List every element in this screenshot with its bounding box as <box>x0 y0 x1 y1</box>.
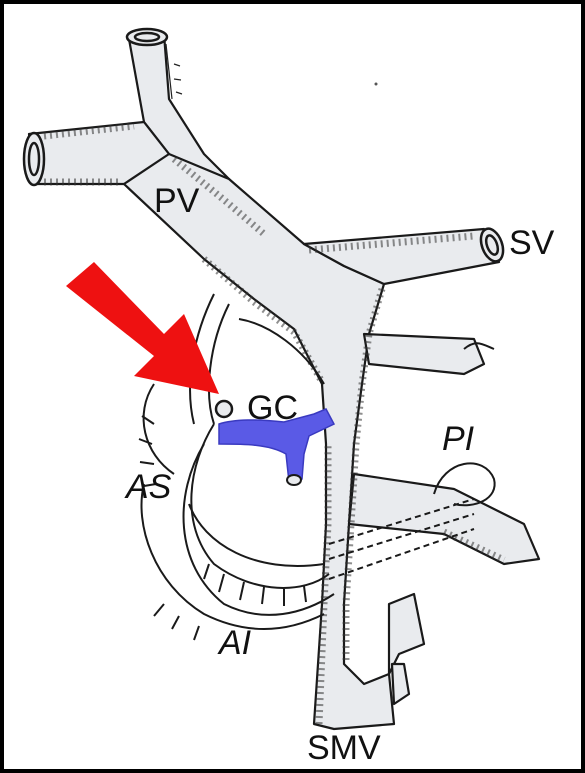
label-pv: PV <box>154 182 200 220</box>
label-sv: SV <box>509 224 555 262</box>
speck <box>375 83 378 86</box>
label-gc: GC <box>247 389 298 427</box>
label-ai: AI <box>217 624 252 662</box>
label-as: AS <box>124 468 172 506</box>
red-arrow <box>66 262 219 394</box>
venous-anatomy-diagram: PV SV GC AS PI AI SMV <box>4 4 581 769</box>
label-pi: PI <box>442 420 475 458</box>
label-smv: SMV <box>307 729 381 767</box>
vein-trunk <box>29 34 539 729</box>
diagram-frame: PV SV GC AS PI AI SMV <box>4 4 581 769</box>
